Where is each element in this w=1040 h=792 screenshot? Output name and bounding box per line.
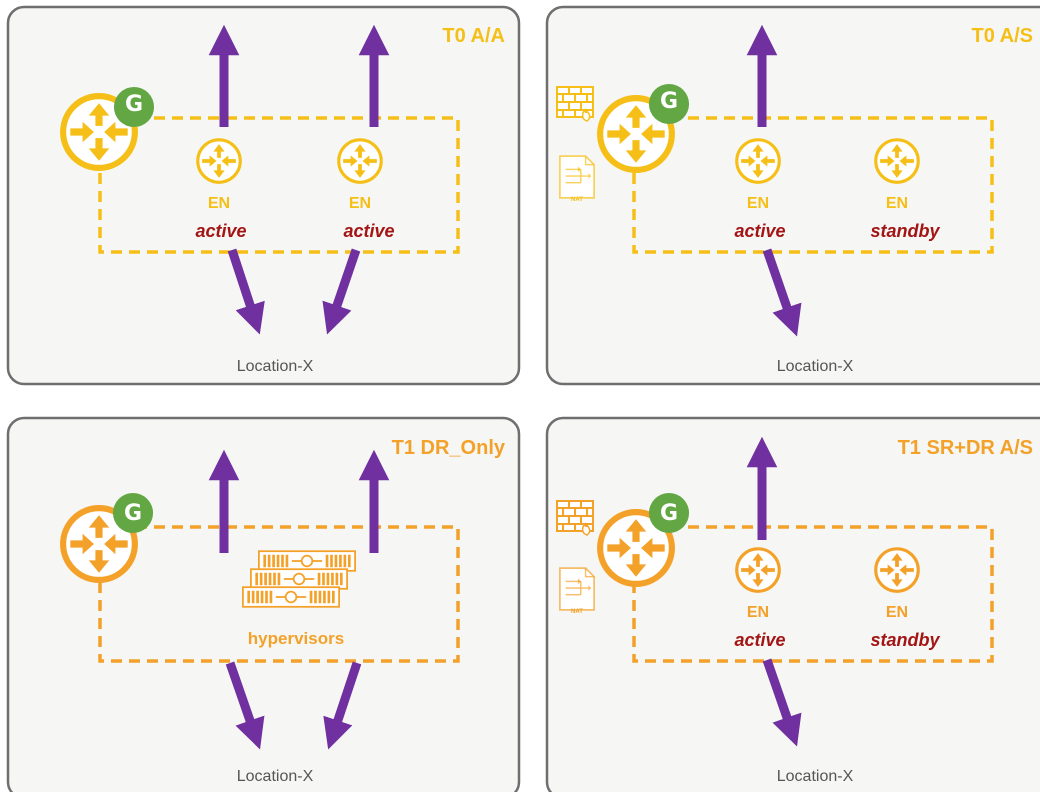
traffic-arrow-icon — [762, 248, 802, 337]
edge-node-router-icon — [874, 547, 920, 593]
panel-t0-as: T0 A/S NAT G EN EN active standby Locati… — [545, 5, 1040, 386]
gateway-boundary — [632, 525, 994, 663]
panel-background — [545, 416, 1040, 792]
gateway-badge-letter: G — [125, 92, 143, 117]
edge-node-label: EN — [208, 195, 230, 212]
panel-t0-aa: T0 A/A G EN EN active active Location-X — [6, 5, 521, 386]
panel-background — [6, 5, 521, 386]
location-label: Location-X — [237, 358, 314, 375]
edge-node-state: standby — [870, 221, 940, 241]
nat-icon — [558, 155, 596, 199]
edge-node-state: active — [734, 630, 785, 650]
nat-label: NAT — [571, 609, 583, 615]
edge-node-state: active — [734, 221, 785, 241]
gateway-badge-letter: G — [660, 501, 678, 526]
hypervisor-server-icon — [258, 550, 356, 572]
edge-node-label: EN — [886, 604, 908, 621]
panel-t1-dr-only: T1 DR_Only G hypervisors Location-X — [6, 416, 521, 792]
traffic-arrow-icon — [225, 661, 265, 750]
nat-icon — [558, 567, 596, 611]
edge-node-state: active — [343, 221, 394, 241]
edge-node-state: standby — [870, 630, 940, 650]
panel-title: T1 SR+DR A/S — [898, 437, 1033, 459]
panel-title: T1 DR_Only — [392, 437, 506, 459]
panel-t1-srdr-as: T1 SR+DR A/S NAT G EN EN active standby … — [545, 416, 1040, 792]
edge-node-router-icon — [735, 547, 781, 593]
gateway-boundary — [98, 525, 460, 663]
edge-node-router-icon — [874, 138, 920, 184]
traffic-arrow-icon — [323, 661, 362, 750]
panel-background — [545, 5, 1040, 386]
hypervisors-label: hypervisors — [248, 629, 344, 648]
firewall-icon — [556, 86, 594, 122]
edge-node-router-icon — [337, 138, 383, 184]
nat-label: NAT — [571, 197, 583, 203]
location-label: Location-X — [777, 768, 854, 785]
traffic-arrow-icon — [227, 248, 265, 335]
edge-node-router-icon — [735, 138, 781, 184]
edge-node-label: EN — [886, 195, 908, 212]
edge-node-label: EN — [747, 195, 769, 212]
gateway-badge-letter: G — [660, 89, 678, 114]
traffic-arrow-icon — [762, 658, 802, 747]
gateway-badge-letter: G — [124, 501, 142, 526]
panel-title: T0 A/S — [972, 25, 1034, 47]
panel-title: T0 A/A — [442, 25, 505, 47]
edge-node-label: EN — [349, 195, 371, 212]
edge-node-router-icon — [196, 138, 242, 184]
traffic-arrow-icon — [322, 248, 361, 335]
location-label: Location-X — [237, 768, 314, 785]
hypervisor-server-icon — [242, 586, 340, 608]
location-label: Location-X — [777, 358, 854, 375]
firewall-icon — [556, 500, 594, 536]
gateway-boundary — [98, 116, 460, 254]
edge-node-label: EN — [747, 604, 769, 621]
hypervisor-server-icon — [250, 568, 348, 590]
edge-node-state: active — [195, 221, 246, 241]
gateway-boundary — [632, 116, 994, 254]
